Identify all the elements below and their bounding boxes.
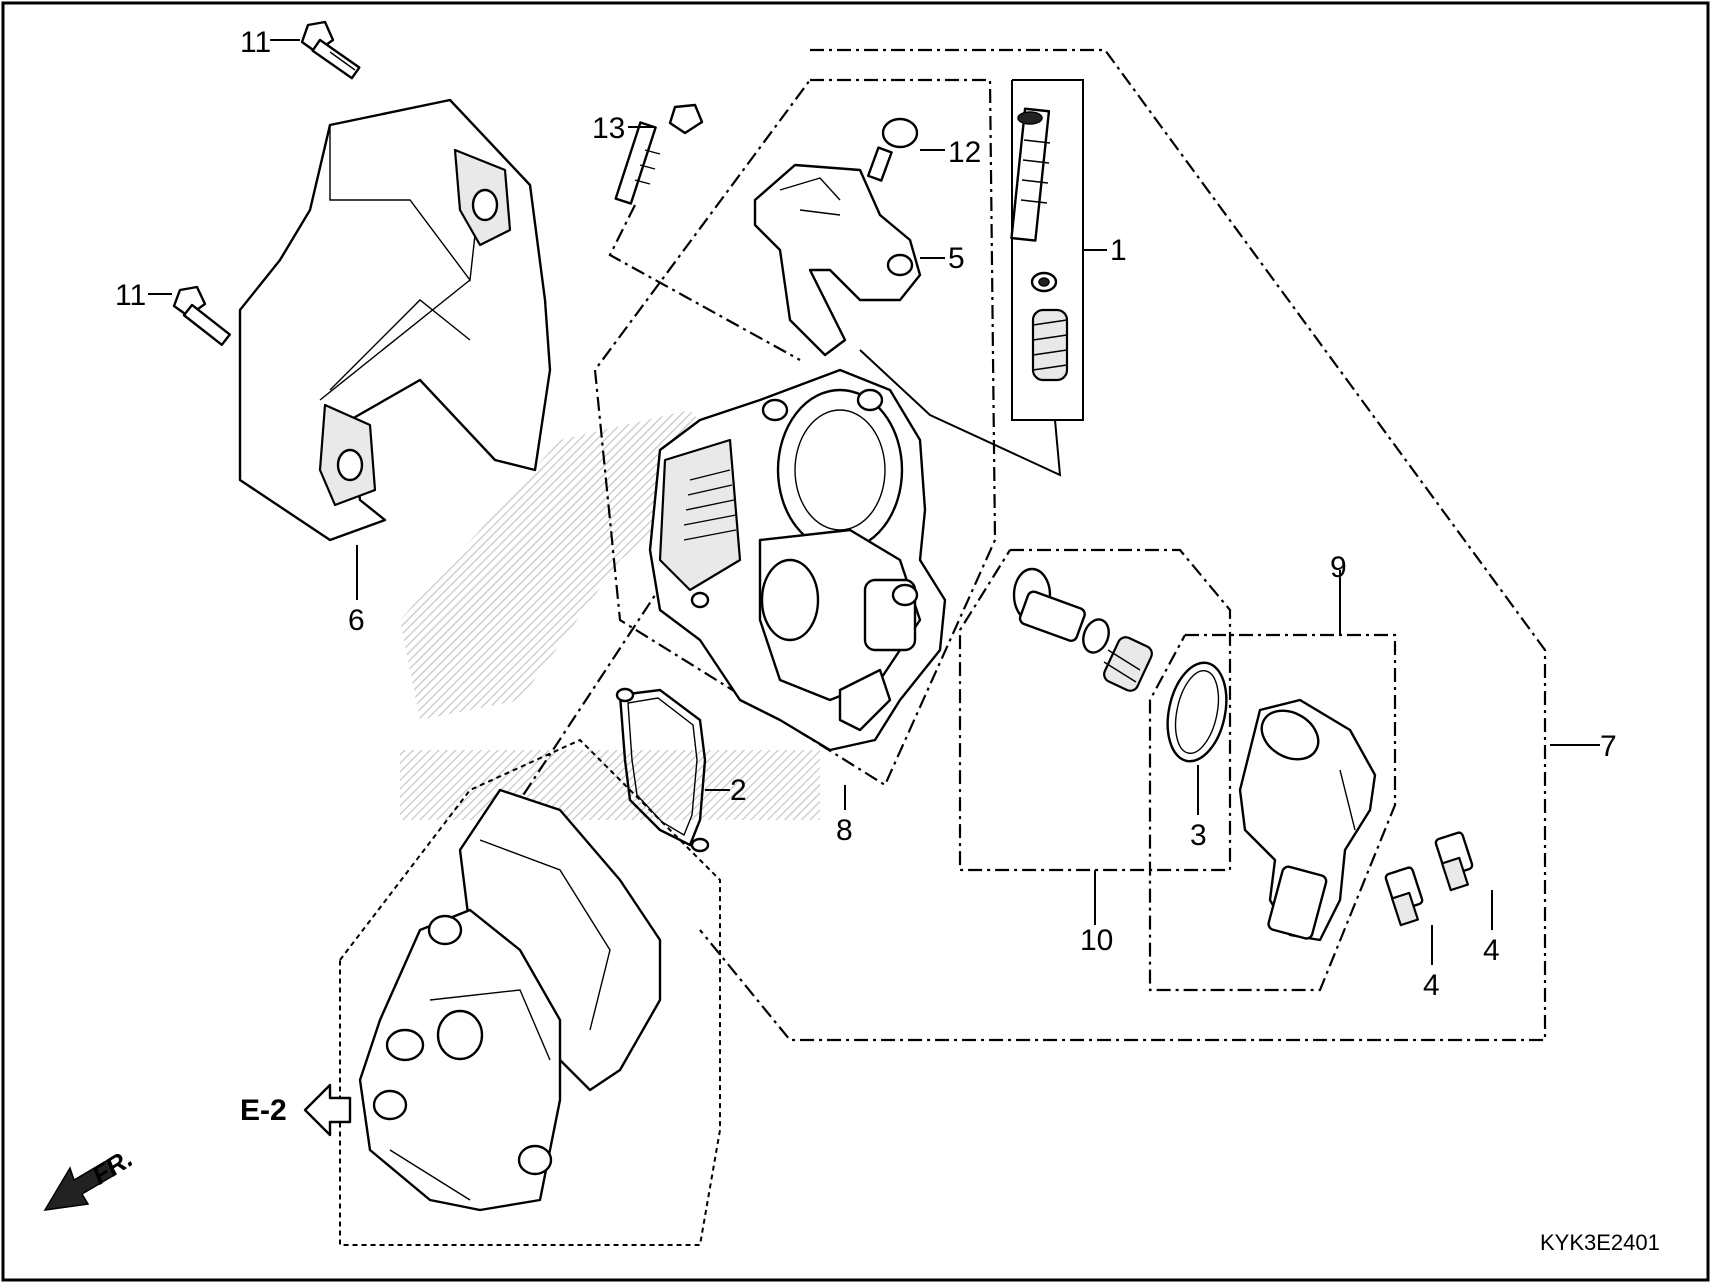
callout-4-left: 4 [1423,969,1440,1002]
throttle-body-8 [648,368,947,752]
bolt-13 [614,103,704,205]
watermark [400,410,820,820]
callout-6: 6 [348,604,365,637]
part-1-bracket [1011,79,1084,421]
intake-manifold [358,788,662,1212]
callout-8: 8 [836,814,853,847]
leader-body-to-manifold [519,579,666,801]
idle-screw-1 [1010,107,1069,382]
callout-13: 13 [592,112,625,145]
leader-1-to-body [859,349,1062,477]
front-direction-arrow: FR. [43,1143,138,1211]
bolt-11-top [300,20,361,80]
manifold-outline [339,738,721,1246]
screw-4-right [1434,831,1474,892]
assembly-7-outline [699,48,1547,1042]
o-ring-3 [1166,661,1228,763]
callout-12: 12 [948,136,981,169]
callout-7: 7 [1600,730,1617,763]
bracket-5 [753,163,922,357]
cover-6 [238,98,552,542]
callout-5: 5 [948,242,965,275]
callout-9: 9 [1330,551,1347,584]
callout-11-top: 11 [240,26,271,59]
leader-13 [608,204,801,361]
e2-reference: E-2 [240,1083,352,1137]
screw-12 [866,117,919,182]
e2-label: E-2 [240,1094,287,1127]
assembly-9-outline [1148,633,1397,992]
gasket-2 [615,687,710,853]
assembly-10-outline [958,548,1232,872]
callout-2: 2 [730,774,747,807]
callout-11-left: 11 [115,279,146,312]
valve-10 [1012,567,1153,692]
screw-4-left [1384,866,1424,927]
bolt-11-left [172,285,232,346]
diagram-code: KYK3E2401 [1540,1230,1660,1255]
callout-1: 1 [1110,234,1127,267]
callout-10: 10 [1080,924,1113,957]
callout-4-right: 4 [1483,934,1500,967]
callout-3: 3 [1190,819,1207,852]
sensor-9 [1238,698,1377,942]
